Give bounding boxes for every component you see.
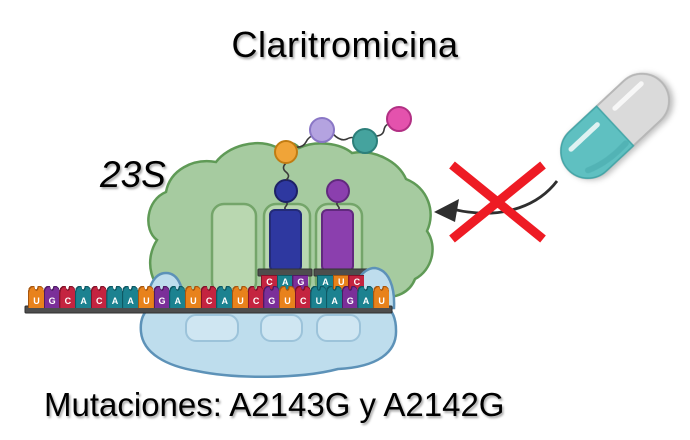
a-trna bbox=[321, 179, 354, 272]
p-trna bbox=[269, 179, 302, 272]
nascent-peptide-chain bbox=[274, 106, 412, 181]
mutations-caption: Mutaciones: A2143G y A2142G bbox=[44, 386, 505, 423]
nucleotide-tile-G: G bbox=[264, 287, 280, 308]
capsule-teal-half bbox=[560, 105, 635, 179]
small-subunit-slot-2 bbox=[260, 314, 303, 342]
nucleotide-tile-C: C bbox=[91, 287, 107, 308]
nucleotide-tile-A: A bbox=[358, 287, 374, 308]
capsule-teal-shade bbox=[584, 140, 629, 174]
amino-acid-orange bbox=[274, 140, 298, 164]
p-trna-anticodon-bar bbox=[257, 268, 313, 277]
nucleotide-tile-C: C bbox=[295, 287, 311, 308]
e-site-slot bbox=[210, 202, 258, 296]
nucleotide-tile-A: A bbox=[76, 287, 92, 308]
nucleotide-tile-A: A bbox=[170, 287, 186, 308]
p-trna-amino-acid bbox=[274, 179, 298, 203]
nucleotide-tile-C: C bbox=[60, 287, 76, 308]
cross-stroke-2 bbox=[449, 161, 546, 243]
nucleotide-tile-A: A bbox=[217, 287, 233, 308]
nucleotide-tile-A: A bbox=[107, 287, 123, 308]
nucleotide-tile-U: U bbox=[185, 287, 201, 308]
nucleotide-tile-U: U bbox=[29, 287, 44, 308]
capsule-highlight-teal bbox=[568, 122, 600, 152]
nucleotide-tile-A: A bbox=[327, 287, 343, 308]
capsule-highlight-gray bbox=[612, 81, 644, 111]
nucleotide-tile-U: U bbox=[232, 287, 248, 308]
small-subunit-slot-3 bbox=[316, 314, 361, 342]
amino-acid-pink bbox=[386, 106, 412, 132]
nucleotide-tile-G: G bbox=[342, 287, 358, 308]
arrow-head bbox=[434, 199, 459, 222]
subunit-23s-label: 23S bbox=[100, 154, 166, 195]
amino-acid-teal bbox=[352, 128, 378, 154]
amino-acid-lavender bbox=[309, 117, 335, 143]
nucleotide-tile-U: U bbox=[280, 287, 295, 308]
capsule-drug-icon bbox=[559, 72, 671, 180]
peptide-squiggle-1 bbox=[282, 162, 290, 181]
peptide-squiggle-3 bbox=[332, 133, 355, 141]
red-cross-icon bbox=[449, 161, 546, 243]
nucleotide-tile-U: U bbox=[374, 287, 390, 308]
nucleotide-tile-U: U bbox=[138, 287, 154, 308]
nucleotide-tile-G: G bbox=[44, 287, 60, 308]
nucleotide-tile-U: U bbox=[311, 287, 327, 308]
peptide-squiggle-4 bbox=[374, 123, 391, 137]
nucleotide-tile-C: C bbox=[248, 287, 264, 308]
nucleotide-tile-C: C bbox=[201, 287, 217, 308]
a-trna-body bbox=[321, 209, 354, 272]
page-title: Claritromicina bbox=[231, 24, 459, 65]
nucleotide-tile-G: G bbox=[154, 287, 170, 308]
p-trna-body bbox=[269, 209, 302, 272]
nucleotide-tile-A: A bbox=[123, 287, 139, 308]
blocked-arrow bbox=[434, 180, 559, 222]
small-subunit-slot-1 bbox=[185, 314, 239, 342]
a-trna-amino-acid bbox=[326, 179, 350, 203]
